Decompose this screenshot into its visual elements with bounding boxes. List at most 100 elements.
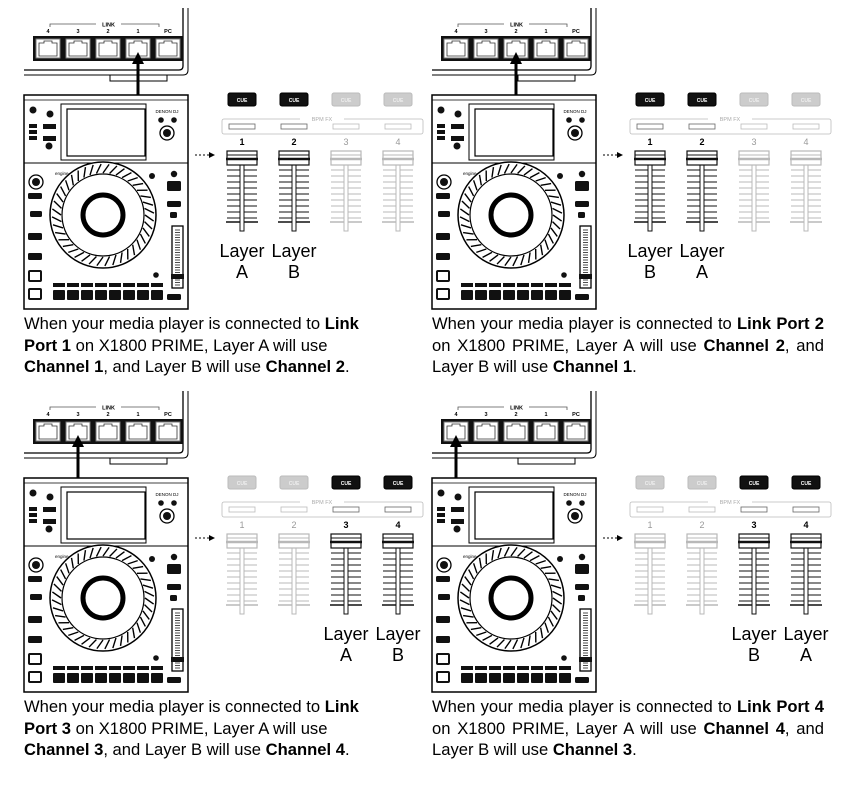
pad-mode-button (559, 666, 571, 670)
knob-icon (158, 500, 164, 506)
jog-spoke (127, 559, 138, 565)
control-button-icon (575, 294, 589, 300)
jog-spoke (88, 638, 97, 648)
mixer-outline (432, 391, 592, 454)
jog-spoke (144, 597, 155, 605)
caption-emphasis: Link Port 3 (24, 697, 359, 738)
link-bracket (457, 23, 568, 27)
fader-track (647, 159, 653, 232)
jog-spoke (551, 604, 561, 613)
dotted-arrow-head (617, 152, 623, 158)
port-number-label: 4 (454, 412, 458, 418)
pad-mode-button (461, 666, 473, 670)
jog-wheel-inner-ring (61, 173, 145, 257)
jog-spoke (504, 639, 512, 650)
knob-icon (29, 489, 37, 497)
ethernet-port-3 (473, 38, 499, 59)
dotted-arrow-icon (603, 152, 623, 158)
knob-icon (45, 142, 53, 150)
ethernet-port-3 (65, 421, 91, 442)
layer-letter: B (288, 262, 300, 282)
cue-button (331, 92, 361, 107)
mixer-outline (432, 8, 592, 71)
fader-track (751, 542, 757, 615)
mixer-outline (24, 8, 184, 71)
jog-spoke (132, 182, 144, 186)
cue-button (687, 475, 717, 490)
performance-pad (109, 290, 121, 300)
channel-number: 3 (343, 520, 348, 530)
layer-word: Layer (219, 241, 264, 261)
pad-mode-button (559, 283, 571, 287)
jog-wheel-inner-ring (469, 173, 553, 257)
cue-button-label: CUE (237, 481, 248, 487)
ethernet-port-3 (65, 38, 91, 59)
port-jack-icon (38, 40, 58, 57)
jog-spoke (552, 590, 563, 597)
jog-spoke (464, 193, 472, 203)
channel-number: 3 (751, 520, 756, 530)
performance-pad (95, 290, 107, 300)
pad-mode-button (95, 283, 107, 287)
knob-icon (561, 655, 567, 661)
caption: When your media player is connected to L… (432, 313, 824, 378)
jog-spoke (89, 547, 94, 559)
port-socket (95, 421, 121, 442)
jog-spoke (550, 227, 558, 237)
jog-spoke (547, 616, 554, 627)
control-button-icon (167, 181, 181, 191)
jog-spoke (550, 201, 562, 206)
dotted-arrow-icon (195, 152, 215, 158)
small-button-icon (437, 513, 445, 517)
ethernet-port-3 (473, 421, 499, 442)
performance-pad (151, 673, 163, 683)
mixer-foot (109, 457, 168, 465)
port-jack-icon (536, 40, 556, 57)
menu-button-icon (43, 519, 56, 524)
jog-spoke (115, 168, 125, 176)
cue-button-label: CUE (341, 98, 352, 104)
port-jack-icon (446, 423, 466, 440)
pitch-fader-track (579, 225, 592, 289)
jog-spoke (504, 256, 512, 267)
jog-spoke (52, 607, 64, 612)
caption-text: . (632, 740, 637, 759)
jog-spoke (491, 550, 495, 561)
cue-button (739, 92, 769, 107)
link-label: LINK (510, 406, 523, 412)
mixer-outline (24, 391, 189, 459)
channel-number: 2 (699, 520, 704, 530)
bpm-fx-button (792, 506, 820, 513)
channel-number: 1 (239, 137, 244, 147)
channel-number: 2 (291, 520, 296, 530)
caption-text: , and Layer B will use (432, 718, 824, 760)
fader-track (395, 159, 401, 232)
jog-wheel-ring-pattern (459, 163, 563, 267)
fader-track (343, 159, 349, 232)
performance-pad (53, 673, 65, 683)
knob-icon (171, 117, 177, 123)
port-socket (35, 38, 61, 59)
port-number-label: 1 (544, 29, 547, 35)
jog-spoke (55, 231, 66, 235)
port-jack-icon (128, 40, 148, 57)
knob-icon (561, 272, 567, 278)
menu-button-icon (451, 136, 464, 141)
pitch-fader-track (579, 608, 592, 672)
jog-spoke (540, 182, 552, 186)
control-button-icon (28, 576, 42, 582)
caption-text: on X1800 PRIME, Layer A will use (71, 718, 328, 738)
port-socket (65, 38, 91, 59)
fader-track (343, 542, 349, 615)
small-button-icon (437, 124, 445, 128)
port-jack-icon (476, 423, 496, 440)
caption-text: on X1800 PRIME, Layer A will use (71, 335, 328, 355)
knob-icon (46, 493, 54, 501)
